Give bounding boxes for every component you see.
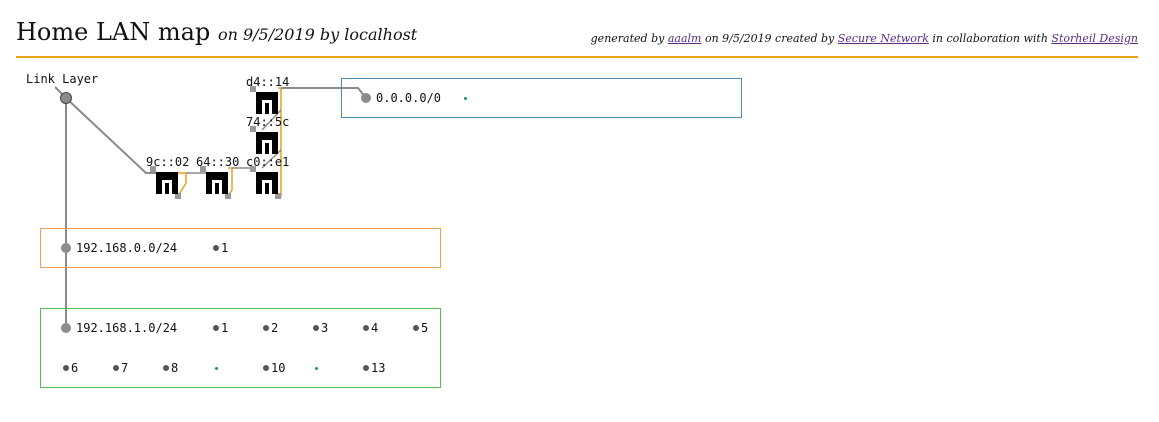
port-marker [150, 166, 156, 172]
switch-icon[interactable] [156, 172, 178, 194]
credits-line: generated by aaalm on 9/5/2019 created b… [591, 32, 1138, 45]
subtitle-text: on 9/5/2019 by localhost [217, 25, 418, 44]
port-marker [250, 166, 256, 172]
network-hub-node [361, 93, 371, 103]
host-dot[interactable] [213, 325, 219, 331]
credits-collab-mid: in collaboration with [932, 32, 1048, 45]
generated-by-link[interactable]: aaalm [667, 32, 702, 45]
switch-label-9c-02: 9c::02 [146, 155, 190, 169]
host-dot[interactable] [113, 365, 119, 371]
host-label: 5 [421, 321, 429, 335]
collab-link[interactable]: Storheil Design [1051, 32, 1138, 45]
switch-chain-link-5 [278, 87, 282, 197]
host-dot[interactable] [413, 325, 419, 331]
host-label: 6 [71, 361, 79, 375]
host-label: 13 [371, 361, 386, 375]
network-cidr-label: 192.168.1.0/24 [76, 321, 178, 335]
credits-generated-prefix: generated by [590, 32, 665, 45]
host-dot[interactable] [363, 325, 369, 331]
network-hub-node [61, 243, 71, 253]
host-label: 1 [221, 241, 229, 255]
host-dot[interactable] [315, 367, 318, 370]
host-dot[interactable] [464, 97, 467, 100]
port-marker [275, 193, 281, 199]
host-dot[interactable] [215, 367, 218, 370]
host-dot[interactable] [163, 365, 169, 371]
host-dot[interactable] [63, 365, 69, 371]
switch-label-64-30: 64::30 [196, 155, 240, 169]
port-marker [200, 166, 206, 172]
network-cidr-label: 0.0.0.0/0 [376, 91, 442, 105]
switch-chain-link-1 [177, 172, 187, 197]
switch-icon[interactable] [256, 172, 278, 194]
host-label: 10 [271, 361, 286, 375]
link-layer-node[interactable] [60, 92, 72, 104]
network-box-192-168-1-0[interactable] [40, 308, 441, 388]
switch-icon[interactable] [256, 92, 278, 114]
root-to-switch-link [65, 97, 156, 174]
switch-label-d4-14: d4::14 [246, 75, 290, 89]
port-marker [225, 193, 231, 199]
host-label: 1 [221, 321, 229, 335]
host-dot[interactable] [263, 325, 269, 331]
host-dot[interactable] [213, 245, 219, 251]
page-header: Home LAN map on 9/5/2019 by localhost ge… [16, 18, 1138, 58]
network-box-default-route[interactable] [341, 78, 742, 118]
network-cidr-label: 192.168.0.0/24 [76, 241, 178, 255]
host-dot[interactable] [263, 365, 269, 371]
switch-icon[interactable] [256, 132, 278, 154]
page-title: Home LAN map on 9/5/2019 by localhost [16, 18, 417, 46]
host-label: 4 [371, 321, 379, 335]
link-layer-label: Link Layer [26, 72, 99, 86]
title-text: Home LAN map [16, 18, 211, 46]
host-label: 2 [271, 321, 279, 335]
network-hub-node [61, 323, 71, 333]
switch-icon[interactable] [206, 172, 228, 194]
host-dot[interactable] [363, 365, 369, 371]
host-label: 3 [321, 321, 329, 335]
port-marker [250, 86, 256, 92]
port-marker [250, 126, 256, 132]
host-label: 7 [121, 361, 129, 375]
switch-label-74-5c: 74::5c [246, 115, 290, 129]
network-box-192-168-0-0[interactable] [40, 228, 441, 268]
host-label: 8 [171, 361, 179, 375]
credits-created-mid: on 9/5/2019 created by [704, 32, 835, 45]
switch-label-c0-e1: c0::e1 [246, 155, 290, 169]
port-marker [175, 193, 181, 199]
switch-chain-link-3 [227, 167, 233, 197]
host-dot[interactable] [313, 325, 319, 331]
created-by-link[interactable]: Secure Network [837, 32, 929, 45]
